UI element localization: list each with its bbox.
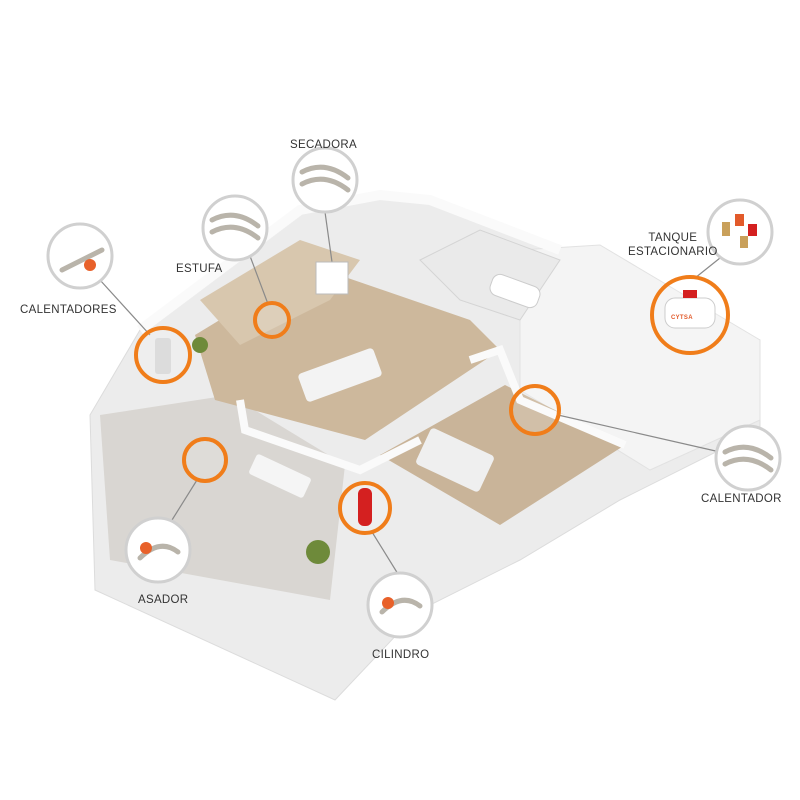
- label-calentador: CALENTADOR: [701, 493, 782, 505]
- valves-icon: [722, 214, 757, 248]
- hose-icon: [59, 247, 105, 273]
- regulator-icon: [140, 542, 152, 554]
- cylinder-icon: [358, 488, 372, 526]
- hose-icon: [722, 444, 774, 473]
- regulator-icon: [382, 597, 394, 609]
- grill-hotspot[interactable]: [182, 437, 228, 483]
- fitting-icon: [84, 259, 96, 271]
- tanque-product-circle[interactable]: [706, 198, 774, 266]
- label-calentadores: CALENTADORES: [20, 304, 117, 316]
- label-tanque-line1: TANQUE: [648, 232, 698, 244]
- asador-product-circle[interactable]: [124, 516, 192, 584]
- hose-icon: [379, 597, 423, 615]
- connector-lines: [99, 211, 721, 575]
- stove-hotspot[interactable]: [253, 301, 291, 339]
- calentadores-product-circle[interactable]: [46, 222, 114, 290]
- label-tanque-line2: ESTACIONARIO: [628, 246, 718, 258]
- label-estufa: ESTUFA: [176, 263, 223, 275]
- tank-logo: CYTSA: [671, 315, 693, 321]
- sofa: [298, 348, 382, 402]
- cilindro-product-circle[interactable]: [366, 571, 434, 639]
- dryer-hotspot[interactable]: [315, 261, 349, 295]
- label-asador: ASADOR: [138, 594, 189, 606]
- label-cilindro: CILINDRO: [372, 649, 430, 661]
- patio-sofa: [249, 454, 311, 498]
- water-heater-icon: [155, 338, 171, 374]
- bathtub: [489, 273, 541, 309]
- bed: [416, 428, 494, 492]
- hose-icon: [209, 212, 261, 241]
- label-tanque: TANQUE ESTACIONARIO: [628, 231, 718, 259]
- label-secadora: SECADORA: [290, 139, 357, 151]
- hose-icon: [137, 543, 181, 561]
- heater-hotspot[interactable]: [509, 384, 561, 436]
- hose-icon: [299, 164, 351, 193]
- plant: [306, 540, 330, 564]
